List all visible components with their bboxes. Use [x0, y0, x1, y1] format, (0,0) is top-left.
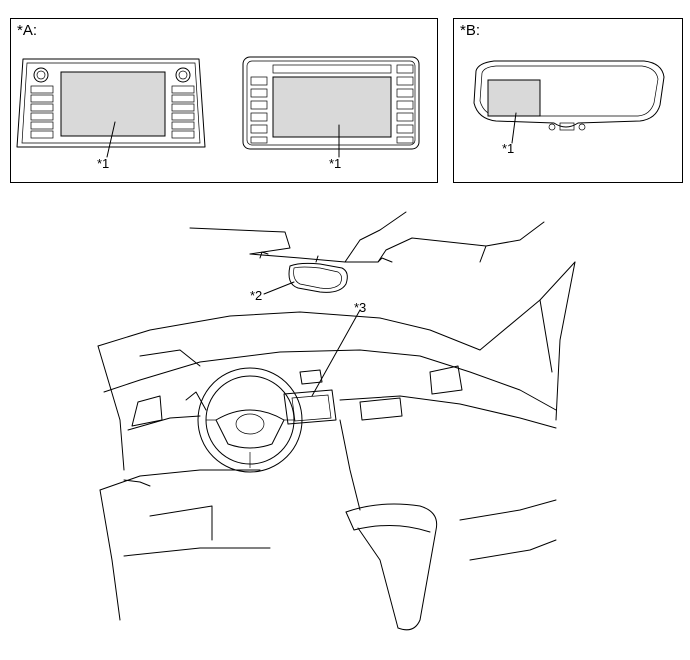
- rearview-mirror: [473, 60, 665, 144]
- head-unit-right: [242, 56, 420, 158]
- leader-line: [263, 281, 295, 295]
- steering-wheel: [185, 367, 303, 473]
- callout-b-mirror: *1: [502, 141, 515, 156]
- volume-knob-icon: [33, 67, 49, 83]
- panel-b-drawing: [473, 60, 665, 144]
- callout-car-display: *3: [354, 300, 367, 315]
- panel-b: *B: *1: [453, 18, 683, 183]
- car-center-display: [283, 309, 361, 425]
- console-and-floor: [99, 419, 557, 631]
- callout-car-mirror: *2: [250, 288, 263, 303]
- panel-a: *A:: [10, 18, 438, 183]
- panel-a-drawing: [16, 56, 420, 158]
- callout-a-right: *1: [329, 156, 342, 171]
- right-button-column: [171, 85, 195, 139]
- screen-a-left: [60, 71, 166, 137]
- sensor-icon: [548, 123, 556, 131]
- screen-b: [487, 79, 541, 117]
- panel-b-label: *B:: [460, 22, 481, 39]
- right-unit-right-buttons: [396, 64, 414, 144]
- callout-a-left: *1: [97, 156, 110, 171]
- screen-a-right: [272, 76, 392, 138]
- roof-lines: [189, 211, 545, 263]
- pillars: [97, 261, 576, 471]
- dashboard: [103, 349, 557, 431]
- panel-a-label: *A:: [17, 22, 38, 39]
- head-unit-left: [16, 58, 206, 158]
- right-unit-left-buttons: [250, 76, 268, 144]
- leader-line: [311, 309, 361, 397]
- tune-knob-icon: [175, 67, 191, 83]
- leader-line: [106, 121, 116, 158]
- leader-line: [511, 112, 517, 144]
- car-rearview-mirror: [263, 255, 348, 295]
- left-button-column: [30, 85, 54, 139]
